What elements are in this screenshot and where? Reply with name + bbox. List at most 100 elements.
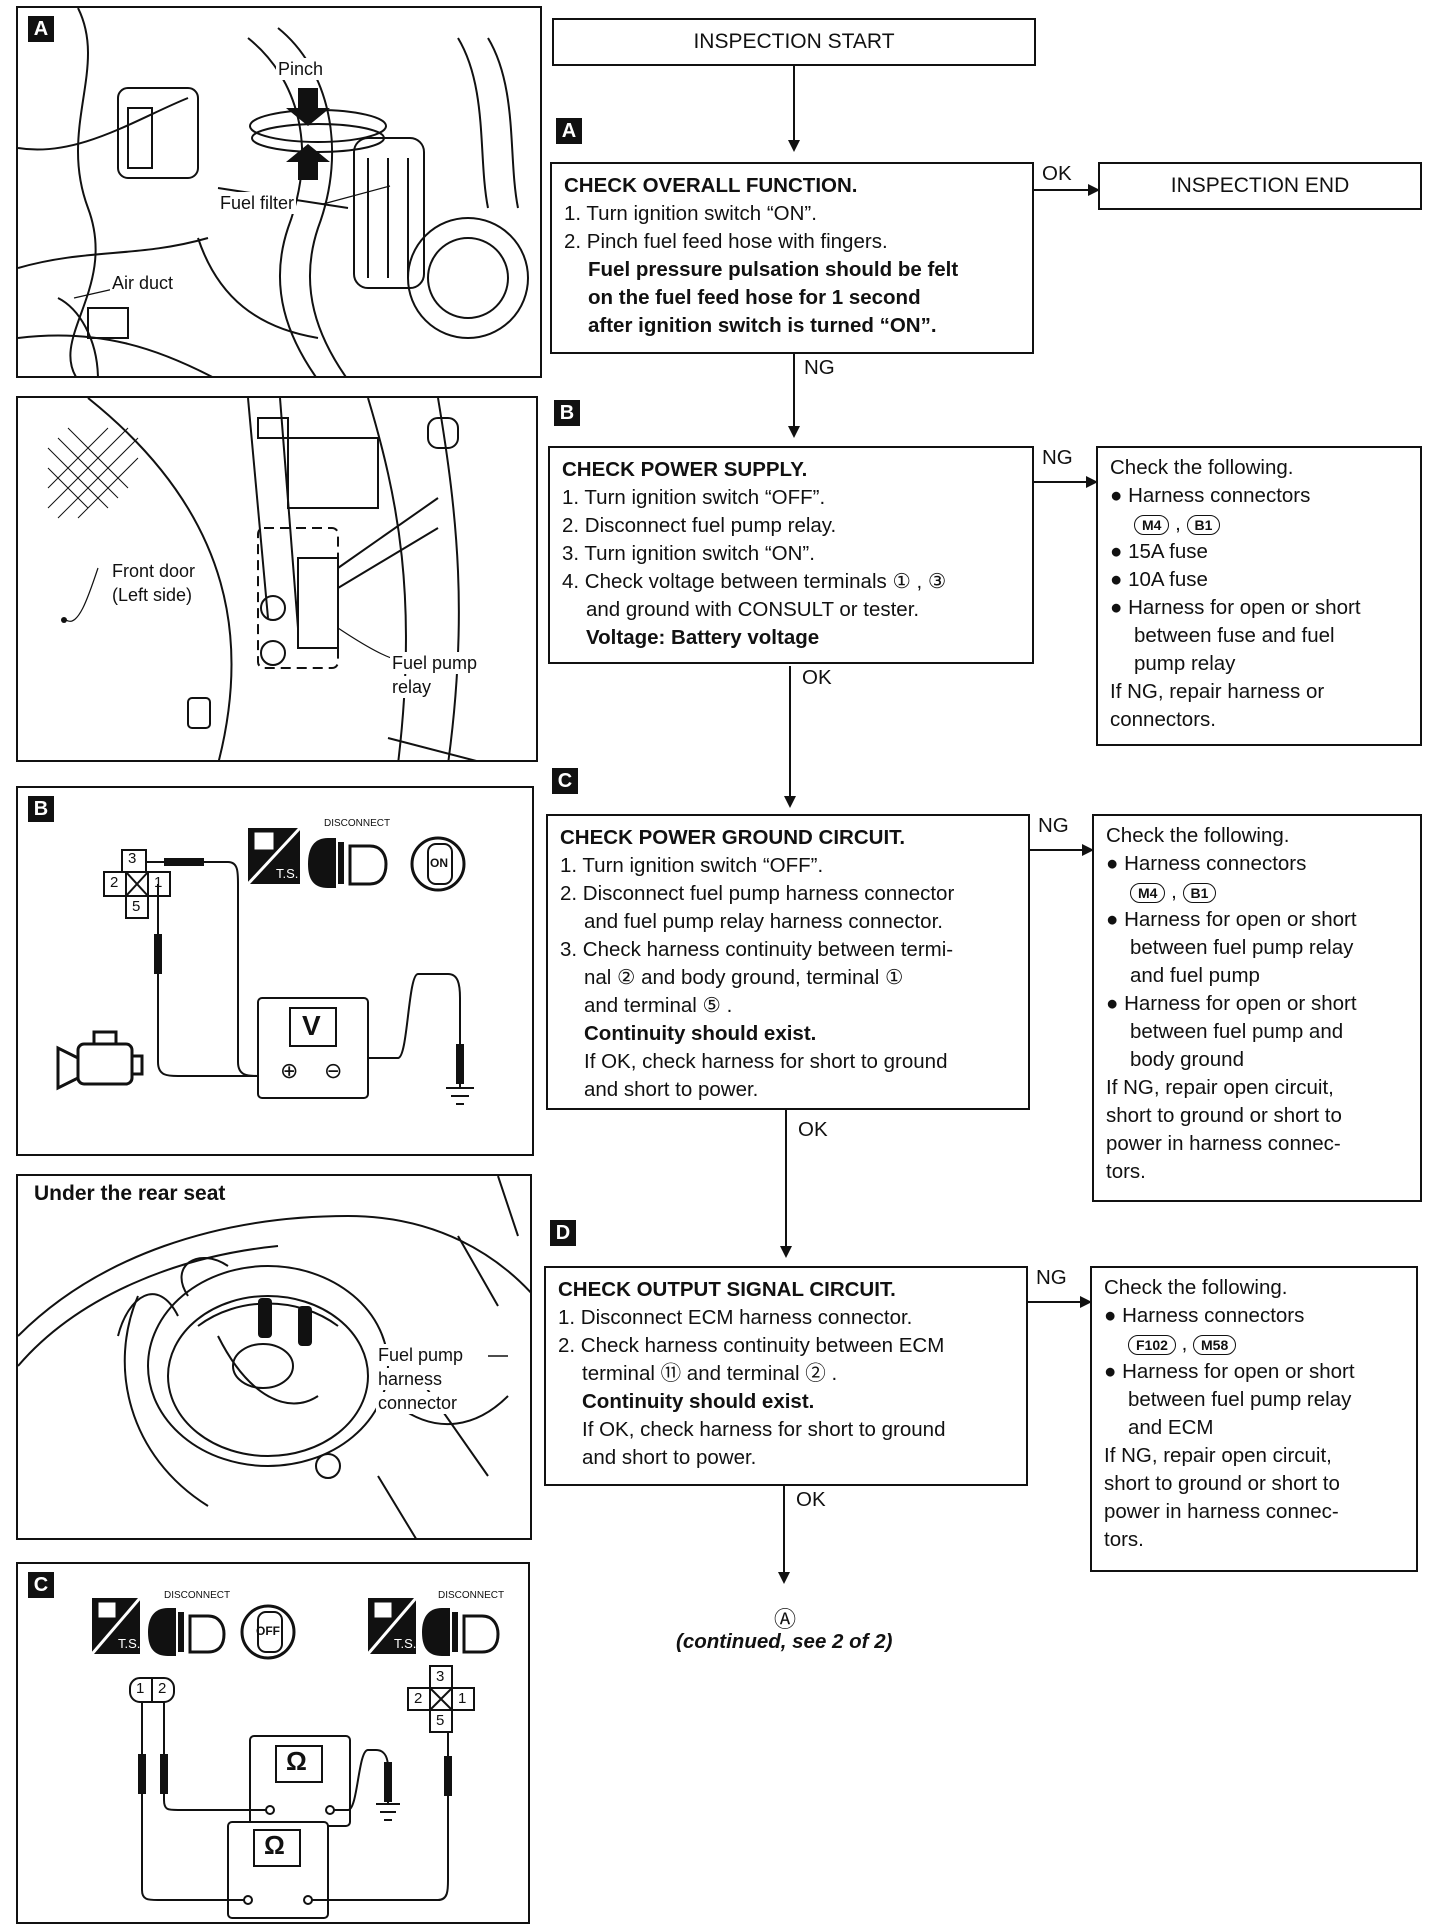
check-d-item-2-cont: between fuel pump relay [1128,1388,1352,1411]
step-c-note-2: and short to power. [584,1078,759,1101]
ohmmeter-label-1: Ω [286,1746,307,1776]
step-d-instruction-2-cont: terminal ⑪ and terminal ② . [582,1362,838,1385]
check-c-item-3-cont-2: body ground [1130,1048,1244,1071]
inspection-end-label: INSPECTION END [1170,174,1350,197]
step-tag-c: C [552,768,578,794]
step-a-spec-3: after ignition switch is turned “ON”. [588,314,937,337]
figure-rear-seat: Under the rear seat Fuel pump harness co… [16,1174,532,1540]
pinch-arrow-down [286,88,330,126]
off-label: OFF [256,1624,280,1638]
engine-bay-illustration [18,8,529,376]
figure-tag-c: C [28,1572,54,1598]
figure-continuity-check: C DISCONNECT DISCONNECT T.S. T.S. OFF 1 … [16,1562,530,1924]
figure-voltage-check: B 3 2 1 5 DISCONNECT T.S. ON V ⊕ ⊖ [16,786,534,1156]
voltmeter-label: V [302,1010,321,1041]
connector-badge-f102: F102 [1128,1334,1176,1355]
step-a-ng-label: NG [804,356,835,379]
check-d-head: Check the following. [1104,1276,1288,1299]
pinch-arrow-up [286,144,330,180]
fuel-filter-label: Fuel filter [218,192,297,214]
step-a-box: CHECK OVERALL FUNCTION. 1. Turn ignition… [550,162,1034,354]
check-c-item-1: ● Harness connectors [1106,852,1307,875]
step-c-box: CHECK POWER GROUND CIRCUIT. 1. Turn igni… [546,814,1030,1110]
check-b-repair-1: If NG, repair harness or [1110,680,1325,703]
figure-fuel-filter-pinch: A Pinch Fuel filter Air duct [16,6,542,378]
check-c-repair-4: tors. [1106,1160,1146,1183]
relay-terminal-1: 1 [458,1690,467,1707]
step-c-instruction-3: 3. Check harness continuity between term… [560,938,954,961]
check-d-box: Check the following. ● Harness connector… [1090,1266,1418,1572]
terminal-3: 3 [128,850,137,867]
fuel-pump-connector-label: Fuel pump [376,1344,466,1366]
check-d-repair-2: short to ground or short to [1104,1472,1340,1495]
step-b-instruction-3: 3. Turn ignition switch “ON”. [562,542,815,565]
disconnect-icon-right [422,1608,500,1656]
step-tag-a: A [556,118,582,144]
step-c-instruction-2-cont: and fuel pump relay harness connector. [584,910,943,933]
ohmmeter-label-2: Ω [264,1830,285,1860]
ts-label-left: T.S. [118,1636,141,1651]
inspection-start-label: INSPECTION START [693,30,895,53]
check-c-connectors: M4 , B1 [1106,878,1410,906]
step-c-ng-label: NG [1038,814,1069,837]
check-c-item-2: ● Harness for open or short [1106,908,1357,931]
pump-terminal-1: 1 [136,1680,145,1697]
figure-tag-a: A [28,16,54,42]
step-tag-b: B [554,400,580,426]
check-d-repair-1: If NG, repair open circuit, [1104,1444,1332,1467]
step-c-spec: Continuity should exist. [584,1022,817,1045]
step-a-instruction-2: 2. Pinch fuel feed hose with fingers. [564,230,888,253]
check-d-item-2: ● Harness for open or short [1104,1360,1355,1383]
fuel-pump-connector-label-2: harness [376,1368,445,1390]
step-c-instruction-2: 2. Disconnect fuel pump harness connecto… [560,882,955,905]
check-c-repair-2: short to ground or short to [1106,1104,1342,1127]
relay-terminal-5: 5 [436,1712,445,1729]
inspection-end-box: INSPECTION END [1098,162,1422,210]
terminal-5: 5 [132,898,141,915]
step-a-ok-label: OK [1042,162,1072,185]
ts-icon [246,826,302,886]
check-b-connectors: M4 , B1 [1110,510,1410,538]
relay-terminal-2: 2 [414,1690,423,1707]
step-b-instruction-1: 1. Turn ignition switch “OFF”. [562,486,826,509]
on-label: ON [430,856,448,870]
check-c-item-2-cont: between fuel pump relay [1130,936,1354,959]
fuel-pump-connector-label-3: connector [376,1392,460,1414]
check-c-item-3-cont: between fuel pump and [1130,1020,1344,1043]
ts-icon-right [366,1597,418,1655]
check-b-box: Check the following. ● Harness connector… [1096,446,1422,746]
mesh-pattern [47,427,139,519]
check-b-head: Check the following. [1110,456,1294,479]
rear-seat-title: Under the rear seat [32,1182,228,1206]
step-a-spec-1: Fuel pressure pulsation should be felt [588,258,959,281]
check-c-box: Check the following. ● Harness connector… [1092,814,1422,1202]
disconnect-icon [308,838,388,888]
figure-tag-b: B [28,796,54,822]
disconnect-label: DISCONNECT [324,818,391,829]
step-b-instruction-4: 4. Check voltage between terminals ① , ③ [562,570,947,593]
disconnect-label-right: DISCONNECT [438,1590,505,1601]
step-a-instruction-1: 1. Turn ignition switch “ON”. [564,202,817,225]
check-c-repair-3: power in harness connec- [1106,1132,1341,1155]
step-d-instruction-2: 2. Check harness continuity between ECM [558,1334,945,1357]
check-c-item-3: ● Harness for open or short [1106,992,1357,1015]
voltage-wiring-diagram [56,826,474,1105]
disconnect-icon-left [148,1608,226,1656]
fuel-pump-relay-label-2: relay [390,676,434,698]
step-b-ok-label: OK [802,666,832,689]
check-d-connectors: F102 , M58 [1104,1330,1406,1358]
ignition-on-icon [410,836,466,892]
step-d-ok-label: OK [796,1488,826,1511]
check-b-item-4-cont-2: pump relay [1134,652,1236,675]
front-door-label: Front door [110,560,198,582]
connector-badge-m4: M4 [1130,882,1166,903]
connector-badge-b1: B1 [1186,514,1221,535]
step-d-title: CHECK OUTPUT SIGNAL CIRCUIT. [558,1278,896,1301]
engine-icon [56,1030,144,1091]
terminal-1: 1 [154,874,163,891]
pump-terminal-2: 2 [158,1680,167,1697]
relay-location-illustration [47,398,477,760]
step-c-note-1: If OK, check harness for short to ground [584,1050,948,1073]
step-b-title: CHECK POWER SUPPLY. [562,458,808,481]
check-b-item-2: ● 15A fuse [1110,540,1208,563]
